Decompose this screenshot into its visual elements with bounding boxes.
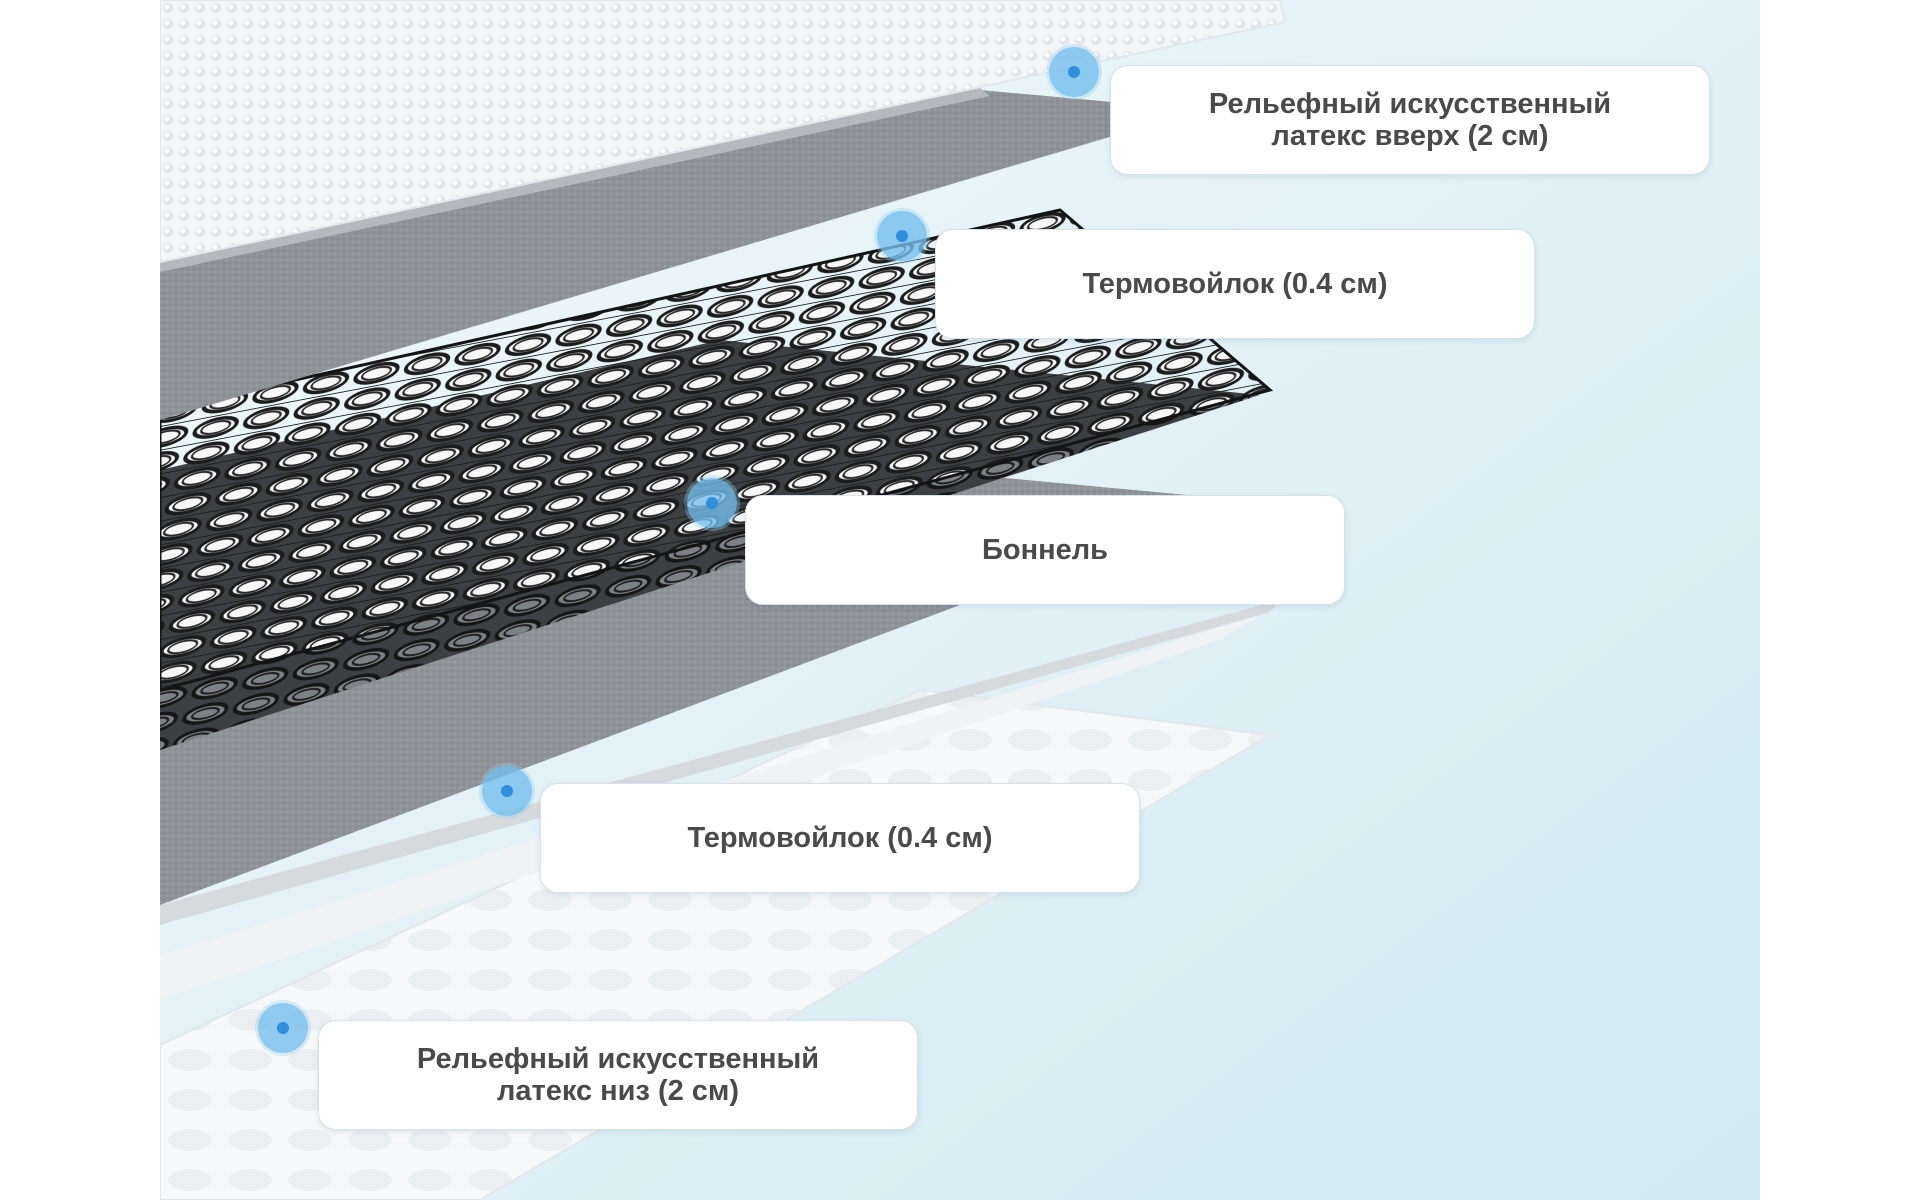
layer-marker-bonnell <box>687 478 737 528</box>
layer-label-felt-top: Термовойлок (0.4 см) <box>935 229 1535 339</box>
layer-marker-felt-bottom <box>482 766 532 816</box>
layer-label-bonnell: Боннель <box>745 495 1345 605</box>
layer-marker-latex-top <box>1049 47 1099 97</box>
mattress-illustration <box>160 0 1760 1200</box>
layer-label-latex-top: Рельефный искусственный латекс вверх (2 … <box>1110 65 1710 175</box>
mattress-layers-diagram: Рельефный искусственный латекс вверх (2 … <box>160 0 1760 1200</box>
layer-marker-felt-top <box>877 211 927 261</box>
layer-label-latex-bottom: Рельефный искусственный латекс низ (2 см… <box>318 1020 918 1130</box>
layer-label-felt-bottom: Термовойлок (0.4 см) <box>540 783 1140 893</box>
layer-marker-latex-bottom <box>258 1003 308 1053</box>
